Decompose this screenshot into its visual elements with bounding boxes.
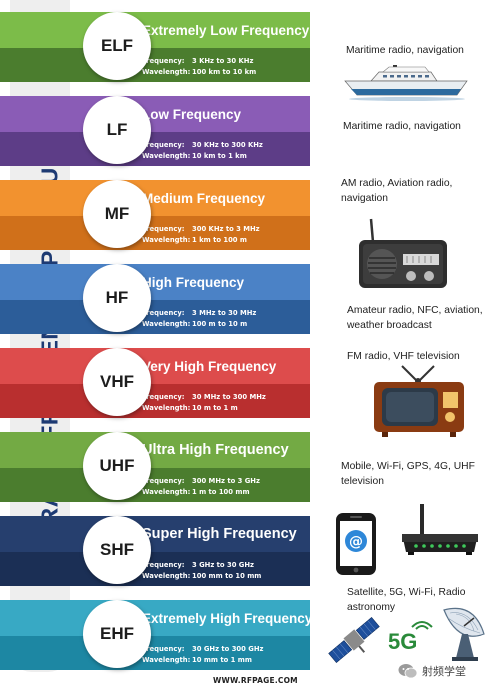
wechat-icon (398, 664, 418, 679)
band-header (0, 12, 310, 48)
5g-icon: 5G (388, 621, 433, 653)
svg-text:5G: 5G (388, 629, 417, 653)
band-use-uhf: Mobile, Wi-Fi, GPS, 4G, UHF television (341, 461, 475, 487)
television-icon (374, 365, 464, 437)
band-abbr-badge: HF (83, 264, 151, 332)
band-abbr-badge: UHF (83, 432, 151, 500)
band-footer (0, 48, 310, 82)
band-ehf: Extremely High Frequency Frequency:30 GH… (0, 600, 313, 670)
band-header (0, 264, 310, 300)
band-use-hf: Amateur radio, NFC, aviation, weather br… (347, 305, 483, 331)
band-header (0, 432, 310, 468)
band-frequency: Frequency:30 KHz to 300 KHz (142, 141, 263, 149)
band-elf: Extremely Low Frequency Frequency:3 KHz … (0, 12, 310, 82)
band-wavelength: Wavelength:100 km to 10 km (142, 68, 257, 76)
band-footer (0, 300, 310, 334)
band-abbr-badge: ELF (83, 12, 151, 80)
wifi-router-icon (402, 504, 478, 555)
band-header (0, 516, 310, 552)
band-title: Ultra High Frequency (142, 442, 289, 458)
svg-text:@: @ (349, 534, 363, 550)
radio-icon (359, 218, 447, 288)
band-use-lf: Maritime radio, navigation (343, 121, 461, 132)
band-frequency: Frequency:300 MHz to 3 GHz (142, 477, 260, 485)
band-header (0, 600, 310, 636)
band-wavelength: Wavelength:10 m to 1 m (142, 404, 238, 412)
watermark: 射频学堂 (398, 663, 466, 679)
band-use-ehf: Satellite, 5G, Wi-Fi, Radio astronomy (347, 587, 466, 613)
band-footer (0, 132, 310, 166)
band-frequency: Frequency:30 MHz to 300 MHz (142, 393, 266, 401)
watermark-text: 射频学堂 (422, 665, 466, 678)
band-wavelength: Wavelength:10 km to 1 km (142, 152, 247, 160)
band-footer (0, 552, 310, 586)
band-title: Medium Frequency (142, 191, 266, 206)
band-header (0, 348, 310, 384)
band-footer (0, 216, 310, 250)
smartphone-icon: @ (336, 513, 376, 575)
band-header (0, 180, 310, 216)
band-use-mf: AM radio, Aviation radio, navigation (341, 178, 453, 204)
band-frequency: Frequency:3 GHz to 30 GHz (142, 561, 255, 569)
satellite-icon (328, 616, 380, 664)
band-title: High Frequency (142, 275, 245, 290)
band-wavelength: Wavelength:1 m to 100 mm (142, 488, 250, 496)
band-frequency: Frequency:30 GHz to 300 GHz (142, 645, 264, 653)
band-frequency: Frequency:3 KHz to 30 KHz (142, 57, 254, 65)
band-title: Super High Frequency (142, 526, 297, 542)
band-use-elf: Maritime radio, navigation (346, 45, 464, 56)
band-hf: High Frequency Frequency:3 MHz to 30 MHz… (0, 264, 310, 334)
band-wavelength: Wavelength:100 mm to 10 mm (142, 572, 262, 580)
band-shf: Super High Frequency Frequency:3 GHz to … (0, 516, 310, 586)
band-abbr-badge: EHF (83, 600, 151, 668)
band-frequency: Frequency:3 MHz to 30 MHz (142, 309, 257, 317)
band-footer (0, 636, 310, 670)
band-footer (0, 468, 310, 502)
band-wavelength: Wavelength:1 km to 100 m (142, 236, 247, 244)
band-abbr-badge: MF (83, 180, 151, 248)
band-title: Very High Frequency (142, 359, 277, 374)
band-uhf: Ultra High Frequency Frequency:300 MHz t… (0, 432, 310, 502)
radio-telescope-icon (443, 607, 485, 661)
band-title: Low Frequency (142, 107, 242, 122)
band-abbr-badge: SHF (83, 516, 151, 584)
band-lf: Low Frequency Frequency:30 KHz to 300 KH… (0, 96, 310, 166)
band-footer (0, 384, 310, 418)
band-wavelength: Wavelength:100 m to 10 m (142, 320, 248, 328)
band-wavelength: Wavelength:10 mm to 1 mm (142, 656, 252, 664)
band-vhf: Very High Frequency Frequency:30 MHz to … (0, 348, 310, 418)
ship-icon (344, 65, 468, 101)
band-header (0, 96, 310, 132)
band-abbr-badge: LF (83, 96, 151, 164)
footer-url: WWW.RFPAGE.COM (213, 676, 298, 685)
band-title: Extremely High Frequency (142, 611, 313, 626)
band-title: Extremely Low Frequency (142, 23, 310, 38)
band-abbr-badge: VHF (83, 348, 151, 416)
band-frequency: Frequency:300 KHz to 3 MHz (142, 225, 260, 233)
band-use-vhf: FM radio, VHF television (347, 351, 460, 362)
band-mf: Medium Frequency Frequency:300 KHz to 3 … (0, 180, 310, 250)
